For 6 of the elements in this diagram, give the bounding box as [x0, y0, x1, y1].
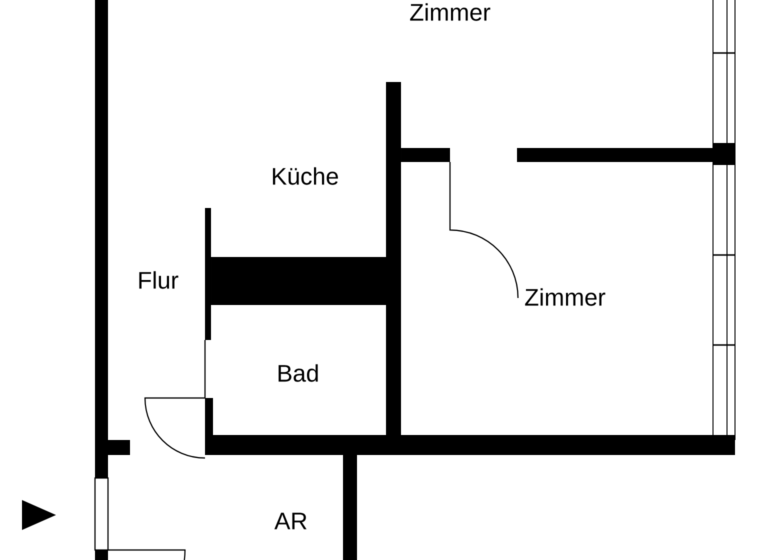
room-label: Zimmer	[410, 3, 490, 21]
room-label: Flur	[139, 271, 178, 289]
room-label: Küche	[272, 167, 338, 185]
room-label: Zimmer	[525, 288, 606, 306]
room-label: Bad	[278, 364, 318, 382]
room-label: AR	[274, 512, 307, 530]
